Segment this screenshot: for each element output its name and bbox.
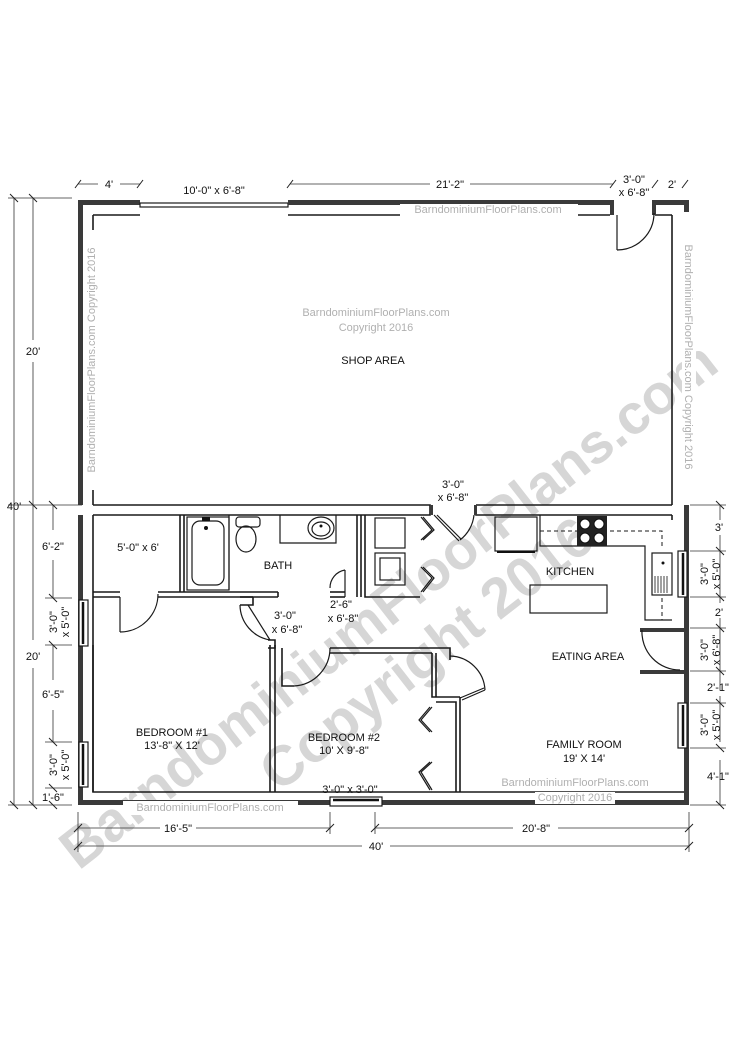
dim-bottom-right: 20'-8": [522, 823, 550, 835]
dim-top-seg1: 4': [105, 179, 113, 191]
room-size-bedroom1: 13'-8" X 12': [144, 740, 200, 752]
dim-left-seg-a: 6'-2": [42, 541, 64, 553]
closet-bath-area: [93, 515, 435, 633]
room-size-bedroom2: 10' X 9'-8": [319, 745, 369, 757]
dim-bath-door-width: 2'-6": [330, 599, 352, 611]
dim-right-win1-width: 3'-0": [699, 563, 711, 585]
dim-left-total: 40': [7, 501, 21, 513]
dim-left-win1-height: x 5'-0": [60, 607, 72, 638]
room-size-family: 19' X 14': [563, 753, 605, 765]
dim-right-seg-b: 2': [715, 607, 723, 619]
dim-right-seg-c: 2'-1": [707, 682, 729, 694]
dim-right-door-width: 3'-0": [699, 639, 711, 661]
dim-overhead-door: 10'-0" x 6'-8": [183, 185, 245, 197]
dim-left-lower: 20': [26, 651, 40, 663]
side-entry-door[interactable]: [640, 628, 685, 674]
bottom-dimensions: 16'-5" 20'-8" 40': [73, 812, 694, 853]
dim-bed1-door-height: x 6'-8": [272, 624, 303, 636]
dim-top-seg3: 21'-2": [436, 179, 464, 191]
right-dimensions: 3' 3'-0" x 5'-0" 2' 3'-0" x 6'-8" 2'-1" …: [690, 500, 729, 810]
watermark-shop-copyright: Copyright 2016: [339, 322, 414, 334]
room-label-family: FAMILY ROOM: [546, 739, 621, 751]
kitchen-island: [529, 584, 608, 614]
dim-left-win2-height: x 5'-0": [60, 750, 72, 781]
overhead-door: [139, 202, 289, 208]
dim-right-win2-height: x 5'-0": [711, 710, 723, 741]
left-dimensions: 40' 20' 20' 6'-2" 3'-0" x 5'-0" 6'-5" 3'…: [7, 193, 82, 810]
dim-bottom-total: 40': [369, 841, 383, 853]
watermark-bottom: BarndominiumFloorPlans.com: [136, 802, 283, 814]
dim-right-win2-width: 3'-0": [699, 714, 711, 736]
dim-left-win1-width: 3'-0": [48, 611, 60, 633]
dim-bath-door-height: x 6'-8": [328, 613, 359, 625]
dim-shop-door-height: x 6'-8": [438, 492, 469, 504]
closet-size: 5'-0" x 6': [117, 542, 159, 554]
watermark-shop-site: BarndominiumFloorPlans.com: [302, 307, 449, 319]
dim-left-seg-b: 6'-5": [42, 689, 64, 701]
dim-entry-door-height: x 6'-8": [619, 187, 650, 199]
diagonal-watermark: BarndominiumFloorPlans.com Copyright 201…: [47, 329, 728, 881]
dim-left-win2-width: 3'-0": [48, 754, 60, 776]
watermark-family-copyright: Copyright 2016: [538, 792, 613, 804]
room-label-bath: BATH: [264, 560, 293, 572]
shop-entry-door[interactable]: [610, 200, 656, 251]
kitchen-fixtures: [494, 515, 673, 621]
bedroom2-window: [329, 796, 383, 807]
shop-interior-door[interactable]: [430, 505, 477, 542]
kitchen-sink: [651, 552, 673, 596]
dim-bed1-door-width: 3'-0": [274, 610, 296, 622]
bedroom-walls: [92, 596, 486, 792]
watermark-left-vertical: BarndominiumFloorPlans.com Copyright 201…: [86, 248, 98, 473]
room-label-bedroom2: BEDROOM #2: [308, 732, 380, 744]
dim-entry-door-width: 3'-0": [623, 174, 645, 186]
room-label-bedroom1: BEDROOM #1: [136, 727, 208, 739]
dim-right-seg-d: 4'-1": [707, 771, 729, 783]
dim-left-seg-c: 1'-6": [42, 792, 64, 804]
dim-right-seg-a: 3': [715, 522, 723, 534]
dim-shop-door-width: 3'-0": [442, 479, 464, 491]
dim-right-win1-height: x 5'-0": [711, 559, 723, 590]
dim-bottom-window: 3'-0" x 3'-0": [322, 784, 378, 796]
dim-bottom-left: 16'-5": [164, 823, 192, 835]
room-label-shop: SHOP AREA: [341, 355, 405, 367]
watermark-family-site: BarndominiumFloorPlans.com: [501, 777, 648, 789]
dim-right-door-height: x 6'-8": [711, 635, 723, 666]
watermark-right-vertical: BarndominiumFloorPlans.com Copyright 201…: [682, 245, 694, 470]
watermark-top: BarndominiumFloorPlans.com: [414, 204, 561, 216]
dim-top-seg5: 2': [668, 179, 676, 191]
watermark-diagonal-site: BarndominiumFloorPlans.com: [47, 329, 728, 881]
top-dimensions: 4' 10'-0" x 6'-8" 21'-2" 3'-0" x 6'-8" 2…: [74, 174, 689, 199]
room-label-eating: EATING AREA: [552, 651, 625, 663]
dim-left-upper: 20': [26, 346, 40, 358]
room-label-kitchen: KITCHEN: [546, 566, 594, 578]
